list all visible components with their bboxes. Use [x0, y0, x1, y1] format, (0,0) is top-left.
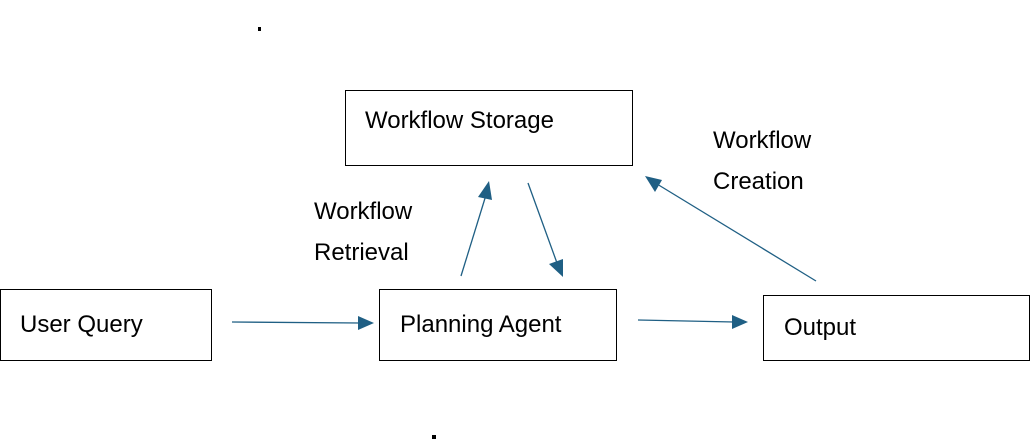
edge-output-to-storage: [645, 176, 817, 282]
workflow-retrieval-line-2: Retrieval: [314, 239, 409, 266]
workflow-creation-edge-label: Workflow Creation: [713, 120, 811, 202]
workflow-storage-label: Workflow Storage: [365, 107, 554, 134]
workflow-retrieval-edge-label: Workflow Retrieval: [314, 191, 412, 273]
arrowhead-icon: [549, 259, 563, 277]
planning-agent-label: Planning Agent: [400, 311, 562, 338]
planning-agent-node: Planning Agent: [379, 289, 617, 361]
arrowhead-icon: [645, 176, 662, 192]
output-node: Output: [763, 295, 1030, 361]
edge-line: [460, 194, 487, 277]
arrowhead-icon: [478, 181, 492, 200]
edge-storage-to-planning-agent: [527, 182, 563, 277]
edge-line: [637, 319, 735, 323]
stray-mark-top: [258, 27, 261, 31]
edge-line: [656, 183, 817, 282]
edge-user-query-to-planning-agent: [231, 316, 374, 330]
output-label: Output: [784, 314, 857, 341]
workflow-creation-line-1: Workflow: [713, 127, 812, 154]
workflow-storage-node: Workflow Storage: [345, 90, 633, 166]
workflow-retrieval-line-1: Workflow: [314, 198, 413, 225]
user-query-node: User Query: [0, 289, 212, 361]
stray-mark-bottom: [432, 435, 436, 439]
edge-line: [527, 182, 558, 264]
arrowhead-icon: [358, 316, 374, 330]
edge-line: [231, 321, 361, 324]
workflow-creation-line-2: Creation: [713, 168, 804, 195]
edge-planning-agent-to-storage: [460, 181, 492, 277]
user-query-label: User Query: [20, 311, 143, 338]
edge-planning-agent-to-output: [637, 315, 748, 329]
arrowhead-icon: [732, 315, 748, 329]
